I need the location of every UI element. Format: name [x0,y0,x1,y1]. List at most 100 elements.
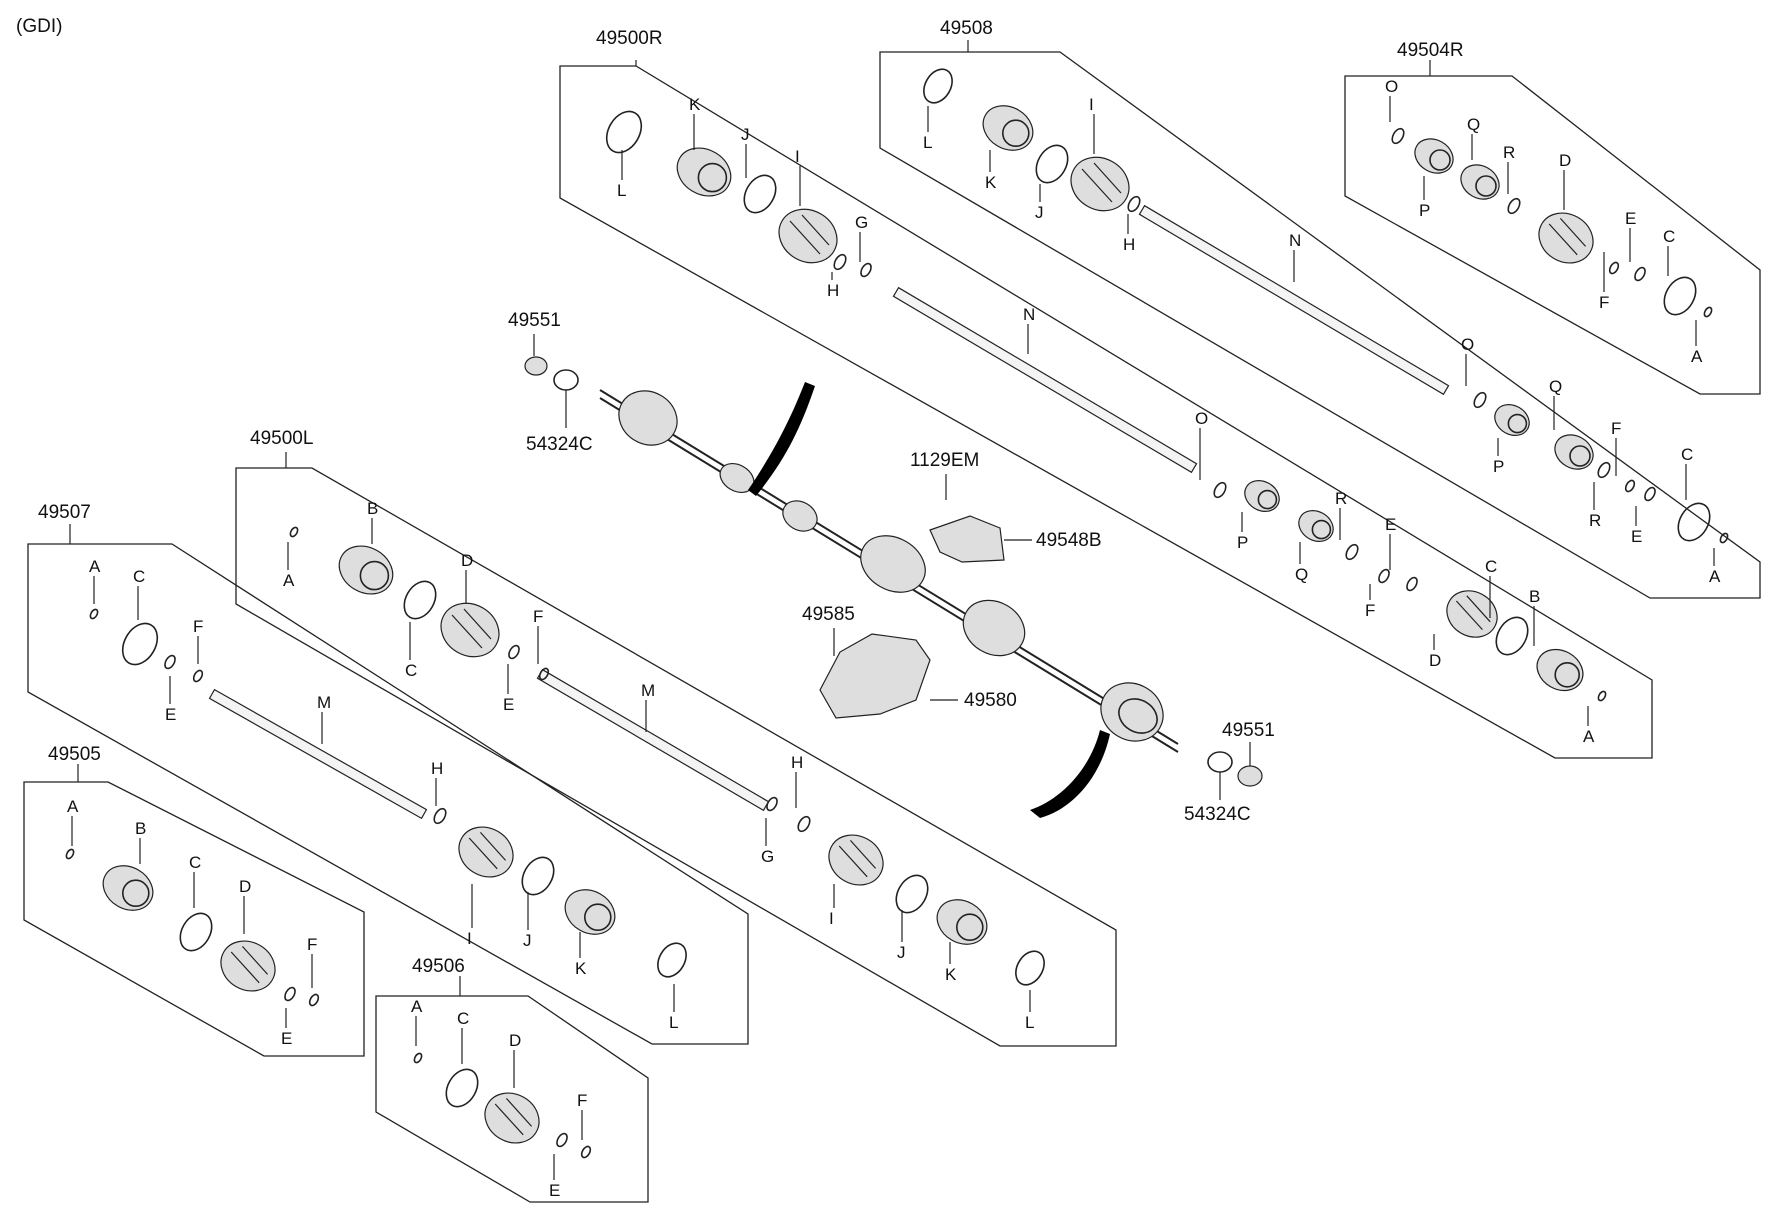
callout-a: A [1709,567,1721,586]
boot-I-49508 [1070,156,1130,212]
group-49508: 49508 [879,18,1761,599]
callout-q: Q [1467,115,1480,134]
band-E-49508 [1644,486,1656,502]
group-49500R: 49500R [559,28,1653,759]
damper-Q-49504R [1460,164,1500,200]
callout-f: F [533,607,543,626]
outer-joint-K-49508 [982,105,1034,151]
outer-joint-K-49500R [676,147,732,197]
callout-c: C [189,853,201,872]
band-E-49506 [556,1132,568,1148]
clamp-C-49505 [179,912,213,952]
callout-h: H [1123,235,1135,254]
circlip-A-49505 [65,848,75,860]
group-label-49508: 49508 [940,18,993,39]
callout-l: L [1025,1013,1034,1032]
callout-l: L [923,133,932,152]
abs-ring-L-49500R [605,110,643,154]
callout-k: K [689,95,701,114]
part-label-49548B: 49548B [1036,530,1102,551]
callout-d: D [461,551,473,570]
callout-c: C [133,567,145,586]
circlip-A-49508 [1719,532,1729,544]
callout-f: F [307,935,317,954]
group-label-49507: 49507 [38,502,91,523]
part-label-49551-top: 49551 [508,310,561,331]
part-label-49580: 49580 [964,690,1017,711]
callout-f: F [1599,293,1609,312]
callout-c: C [457,1009,469,1028]
part-label-49585: 49585 [802,604,855,625]
clip-F-49504R [1608,261,1620,275]
clip-F-49506 [580,1145,592,1159]
callout-h: H [827,281,839,300]
group-label-49504R: 49504R [1397,40,1464,61]
callout-f: F [577,1091,587,1110]
callout-i: I [467,929,472,948]
band-E-49507 [164,654,176,670]
callout-d: D [509,1031,521,1050]
callout-g: G [761,847,774,866]
inner-joint-B-49500R [1536,648,1584,692]
callout-r: R [1503,143,1515,162]
band-E-49500L [508,644,520,660]
band-E-49505 [284,986,296,1002]
circlip-A-49506 [413,1052,423,1064]
boot-D-49506 [484,1092,540,1144]
part-label-54324C-bottom: 54324C [1184,804,1251,825]
clamp-J-49500R [743,174,777,214]
callout-q: Q [1549,377,1562,396]
group-49505: 49505 [23,744,365,1057]
callout-c: C [1663,227,1675,246]
callout-b: B [1529,587,1540,606]
clamp-C-49507 [121,622,159,666]
clamp-C-49500L [403,580,437,620]
damper-P-49508 [1494,404,1530,436]
circlip-A-49507 [89,608,99,620]
callout-a: A [1583,727,1595,746]
boot-I-49500R [778,208,838,264]
callout-e: E [165,705,176,724]
band-R-49508 [1597,461,1611,479]
callout-p: P [1419,201,1430,220]
group-49500L: 49500L [235,428,1117,1047]
clamp-J-49500L [895,874,929,914]
clip-O-49500R [1213,481,1227,499]
damper-P-49500R [1244,480,1280,512]
shaft-n-49508 [1138,204,1450,396]
band-E-49500R [1406,576,1418,592]
callout-j: J [1035,203,1044,222]
part-label-1129EM: 1129EM [910,450,979,471]
abs-ring-L-49507 [657,942,687,978]
callout-a: A [1691,347,1703,366]
callout-l: L [617,181,626,200]
clip-F-49508 [1624,479,1636,493]
components-layer [65,68,1729,1159]
part-label-54324C-top: 54324C [526,434,593,455]
callout-d: D [1559,151,1571,170]
group-label-49506: 49506 [412,956,465,977]
callout-e: E [503,695,514,714]
shaft-n-49500R [892,286,1198,474]
clip-G-49500R [860,262,872,278]
boot-I-49500L [828,834,884,886]
bracket-49585: 49585 49580 [802,604,1017,719]
callout-b: B [367,499,378,518]
callout-r: R [1589,511,1601,530]
callout-a: A [411,997,423,1016]
outer-joint-K-49500L [936,899,988,945]
group-label-49500R: 49500R [596,28,663,49]
band-H-49500R [833,253,847,271]
clip-F-49507 [192,669,204,683]
callout-c: C [1681,445,1693,464]
callout-m: M [641,681,655,700]
boot-D-49500L [440,602,500,658]
shafts-layer [208,204,1450,820]
group-49506: 49506 [375,956,649,1203]
callout-d: D [1429,651,1441,670]
outer-joint-K-49507 [564,889,616,935]
callout-p: P [1237,533,1248,552]
callout-k: K [945,965,957,984]
callout-k: K [985,173,997,192]
